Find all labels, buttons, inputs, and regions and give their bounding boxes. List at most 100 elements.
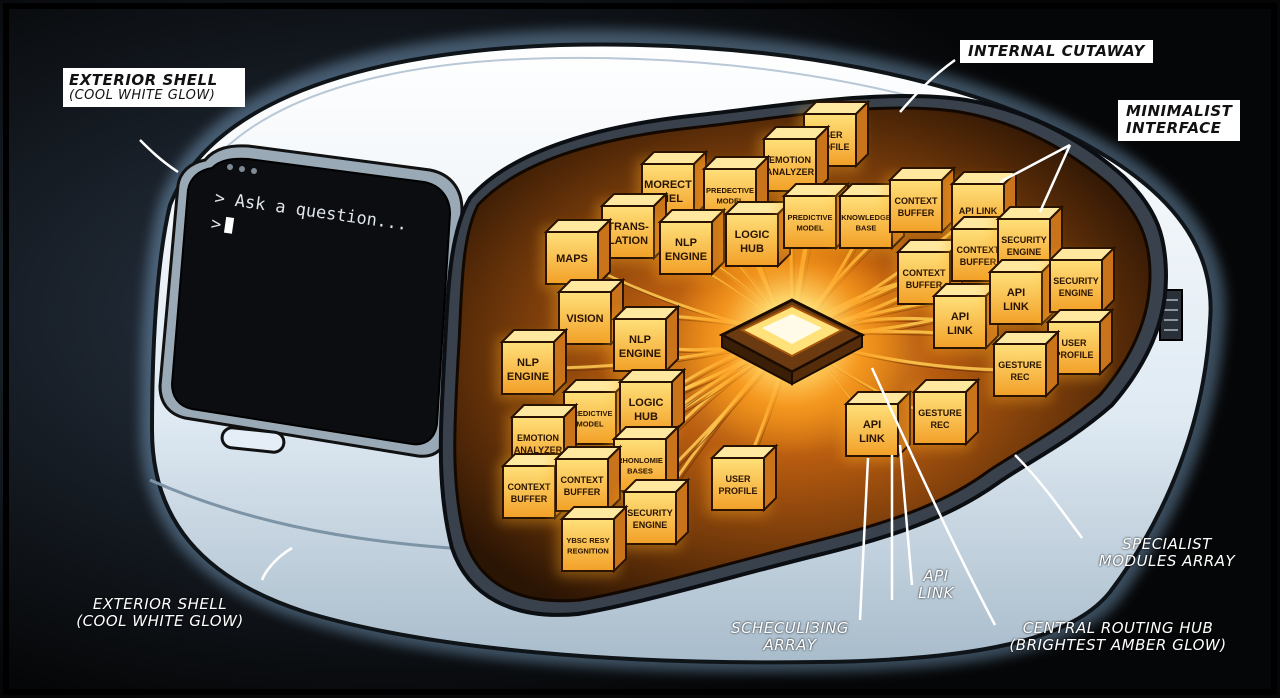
module-label-line1: API [1007, 287, 1025, 299]
central-routing-hub [718, 298, 866, 386]
module-front-face [993, 343, 1047, 397]
module-side-face [665, 304, 679, 374]
module-label-line1: USER [817, 130, 843, 140]
module-label-line1: API LINK [959, 206, 998, 216]
module-cube: LOGIC HUB [614, 367, 687, 440]
module-label-line1: API [863, 419, 881, 431]
module-front-face [558, 291, 612, 345]
module-side-face [1045, 329, 1059, 399]
module-front-face [545, 231, 599, 285]
module-label-line1: LOGIC [629, 397, 664, 409]
module-front-face [501, 341, 555, 395]
module-label-line1: EMOTION [517, 433, 559, 443]
label-exterior-shell-bottom-line1: EXTERIOR SHELL [92, 595, 228, 613]
text-cursor [223, 216, 235, 234]
module-label-line2: LINK [1003, 301, 1029, 313]
module-label-line2: LINK [859, 433, 885, 445]
module-label-line1: PREDICTIVE [567, 409, 612, 418]
panel-border [3, 3, 1277, 695]
module-label-line1: CONTEXT [560, 475, 604, 485]
label-api-link-line2: LINK [918, 584, 954, 603]
label-api-link: API LINK [906, 567, 966, 603]
screen-prompt-line-2: > [210, 214, 223, 235]
module-side-face [1101, 245, 1115, 315]
module-label-line2: LINK [947, 325, 973, 337]
module-label-line2: MODEL [576, 420, 604, 429]
screen-dot-2 [239, 166, 245, 172]
label-scheduling-array-line2: ARRAY [763, 636, 817, 655]
module-label-line1: NLP [629, 334, 651, 346]
module-label-line2: PROFILE [810, 142, 849, 152]
module-side-face [965, 377, 979, 447]
screen [170, 157, 452, 446]
label-central-routing-hub: CENTRAL ROUTING HUB (BRIGHTEST AMBER GLO… [998, 619, 1238, 655]
module-label-line1: CONTEXT [894, 196, 938, 206]
label-internal-cutaway-text: INTERNAL CUTAWAY [968, 42, 1145, 60]
module-label-line2: BUFFER [960, 257, 997, 267]
module-front-face [839, 195, 893, 249]
module-front-face [711, 457, 765, 511]
module-label-line2: BASES [627, 467, 653, 476]
module-cube: NLP ENGINE [608, 304, 681, 377]
module-label-line2: ENGINE [507, 371, 549, 383]
module-label-line1: SECURITY [1053, 276, 1099, 286]
module-front-face [659, 221, 713, 275]
label-internal-cutaway: INTERNAL CUTAWAY [960, 40, 1153, 64]
module-side-face [763, 443, 777, 513]
module-front-face [913, 391, 967, 445]
module-label-line1: API [951, 311, 969, 323]
module-label-line2: BUFFER [511, 494, 548, 504]
label-exterior-shell-bottom-line2: (COOL WHITE GLOW) [76, 612, 244, 631]
module-label-line2: REC [1010, 372, 1030, 382]
module-side-face [855, 99, 869, 169]
module-label-line2: PROFILE [1054, 350, 1093, 360]
module-label-line1: NLP [517, 357, 539, 369]
module-front-face [725, 213, 779, 267]
module-front-face [613, 318, 667, 372]
module-label-line2: HUB [634, 411, 658, 423]
module-front-face [619, 381, 673, 435]
label-specialist-modules-line2: MODULES ARRAY [1098, 552, 1236, 571]
module-label-line2: ENGINE [665, 251, 707, 263]
module-label-line1: PREDECTIVE [706, 186, 754, 195]
label-central-routing-hub-line2: (BRIGHTEST AMBER GLOW) [1009, 636, 1227, 655]
label-specialist-modules-line1: SPECIALIST [1122, 535, 1212, 553]
label-exterior-shell-top: EXTERIOR SHELL (COOL WHITE GLOW) [63, 68, 245, 108]
module-cube: NLP ENGINE [496, 327, 569, 400]
module-label-line1: TRANS- [607, 221, 649, 233]
module-front-face [845, 403, 899, 457]
module-label-line2: MODEL [716, 197, 744, 206]
label-minimalist-interface-line2: INTERFACE [1126, 119, 1222, 138]
module-label-line1: USER [725, 474, 751, 484]
label-minimalist-interface: MINIMALIST INTERFACE [1118, 100, 1241, 141]
module-front-face [783, 195, 837, 249]
label-central-routing-hub-line1: CENTRAL ROUTING HUB [1022, 619, 1214, 637]
module-label-line1: CONTEXT [956, 245, 1000, 255]
module-front-face [989, 271, 1043, 325]
module-label-line2: BUFFER [906, 280, 943, 290]
label-exterior-shell-top-line1: EXTERIOR SHELL [69, 71, 218, 89]
module-label-line1: SECURITY [627, 508, 673, 518]
label-specialist-modules: SPECIALIST MODULES ARRAY [1092, 535, 1242, 571]
label-api-link-line1: API [923, 567, 949, 585]
module-cube: YBSC RESY REGNITION [556, 504, 629, 577]
module-cube: MAPS [540, 217, 613, 290]
module-label-line2: BUFFER [564, 487, 601, 497]
module-label-line2: BUFFER [898, 208, 935, 218]
screen-dot-1 [227, 164, 233, 170]
module-label-line2: ENGINE [619, 348, 661, 360]
module-label-line2: REGNITION [567, 547, 609, 556]
module-front-face [889, 179, 943, 233]
module-label-line2: ANALYZER [514, 445, 563, 455]
module-front-face [502, 465, 556, 519]
module-label-line2: BASE [856, 224, 877, 233]
module-side-face [675, 477, 689, 547]
callout-lines [139, 58, 1084, 626]
module-label-line1: YBSC RESY [566, 536, 609, 545]
